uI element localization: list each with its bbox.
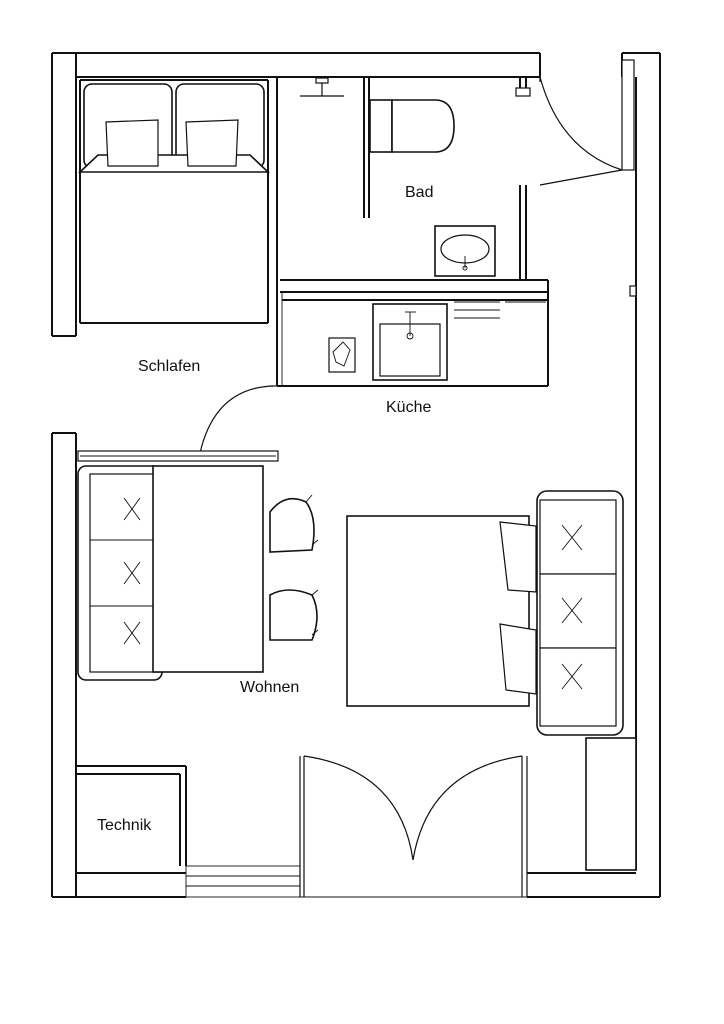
bedroom-door xyxy=(199,385,277,454)
chair-upper xyxy=(269,494,319,553)
sofa-bed xyxy=(346,490,624,736)
room-label-schlafen: Schlafen xyxy=(138,358,200,375)
dining-table xyxy=(152,465,264,673)
toilet xyxy=(369,99,455,153)
bathroom-door xyxy=(539,59,635,186)
bathroom-walls xyxy=(276,77,531,386)
entry-double-door xyxy=(299,755,528,897)
shelf xyxy=(77,450,279,462)
socket xyxy=(629,285,637,297)
room-label-bad: Bad xyxy=(405,184,433,201)
room-label-kueche: Küche xyxy=(386,399,431,416)
double-bed xyxy=(77,79,271,324)
left-sofa xyxy=(77,465,163,681)
kitchen-counter xyxy=(277,279,549,387)
room-label-technik: Technik xyxy=(97,817,152,834)
bathroom-sink xyxy=(434,225,496,277)
wardrobe xyxy=(585,737,637,871)
room-label-wohnen: Wohnen xyxy=(240,679,299,696)
chair-lower xyxy=(269,589,319,641)
technik-room-walls xyxy=(76,765,187,866)
